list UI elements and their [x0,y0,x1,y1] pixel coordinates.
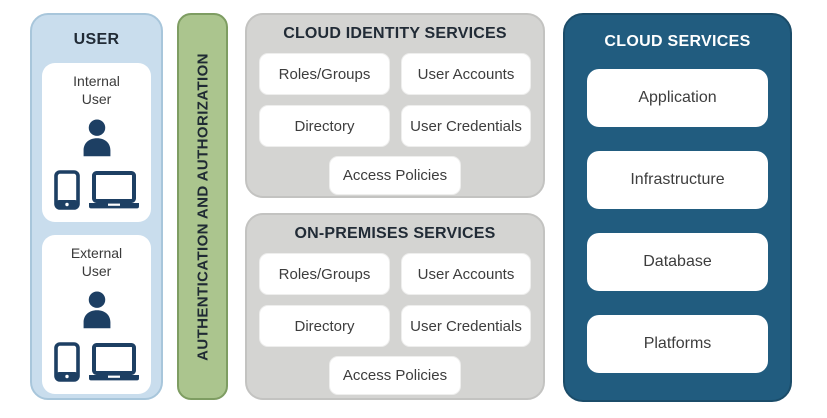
service-box-access-policies: Access Policies [330,157,460,194]
service-box-user-credentials: User Credentials [402,306,530,346]
on-premises-center-row: Access Policies [260,357,530,394]
laptop-icon [88,170,140,210]
devices-row [53,170,140,210]
on-premises-services-title: ON-PREMISES SERVICES [294,225,496,242]
cloud-identity-grid: Roles/Groups User Accounts Directory Use… [260,54,530,146]
smartphone-icon [53,342,80,382]
service-box-roles-groups: Roles/Groups [260,254,389,294]
service-box-directory: Directory [260,106,389,146]
cloud-services-title: CLOUD SERVICES [604,33,751,50]
service-box-directory: Directory [260,306,389,346]
cloud-identity-services-title: CLOUD IDENTITY SERVICES [283,25,507,42]
cloud-identity-center-row: Access Policies [260,157,530,194]
cloud-identity-services-panel: CLOUD IDENTITY SERVICES Roles/Groups Use… [245,13,545,198]
cloud-services-panel: CLOUD SERVICES Application Infrastructur… [563,13,792,402]
cloud-box-infrastructure: Infrastructure [587,151,768,209]
cloud-box-database: Database [587,233,768,291]
user-panel: USER Internal User [30,13,163,400]
on-premises-grid: Roles/Groups User Accounts Directory Use… [260,254,530,346]
service-box-user-accounts: User Accounts [402,54,530,94]
service-box-access-policies: Access Policies [330,357,460,394]
internal-user-card: Internal User [42,63,151,222]
cloud-services-boxes: Application Infrastructure Database Plat… [587,69,768,384]
laptop-icon [88,342,140,382]
auth-authz-bar: AUTHENTICATION AND AUTHORIZATION [177,13,228,400]
external-user-label: External User [70,245,123,279]
service-box-user-credentials: User Credentials [402,106,530,146]
devices-row [53,342,140,382]
internal-user-label: Internal User [73,73,120,107]
external-user-card: External User [42,235,151,394]
person-icon [74,288,120,334]
auth-authz-label: AUTHENTICATION AND AUTHORIZATION [194,52,211,361]
on-premises-services-panel: ON-PREMISES SERVICES Roles/Groups User A… [245,213,545,400]
smartphone-icon [53,170,80,210]
cloud-box-platforms: Platforms [587,315,768,373]
user-panel-title: USER [73,31,120,48]
cloud-box-application: Application [587,69,768,127]
service-box-user-accounts: User Accounts [402,254,530,294]
service-box-roles-groups: Roles/Groups [260,54,389,94]
person-icon [74,116,120,162]
